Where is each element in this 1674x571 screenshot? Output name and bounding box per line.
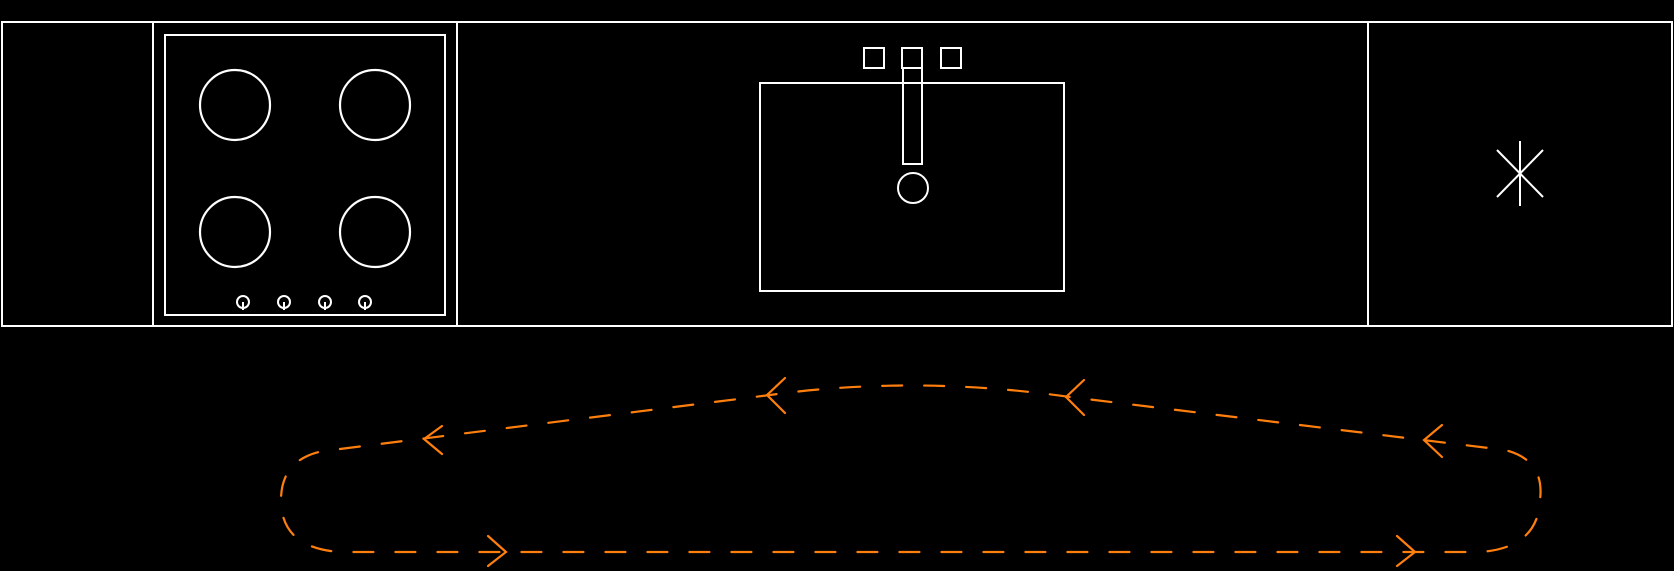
flow-arrow-left-icon: [422, 424, 444, 456]
burner-icon: [338, 195, 412, 269]
sink-handle-icon: [940, 47, 962, 69]
cooktop: [164, 34, 446, 316]
flow-arrow-right-icon: [1395, 534, 1417, 568]
snowflake-icon: [1496, 141, 1544, 206]
work-flow-path: [279, 376, 1542, 568]
sink-handle-icon: [901, 47, 923, 69]
knob-icon: [277, 295, 291, 310]
flow-arrow-right-icon: [486, 534, 508, 568]
burner-icon: [198, 68, 272, 142]
sink-handle-icon: [863, 47, 885, 69]
burner-icon: [338, 68, 412, 142]
flow-arrow-left-icon: [765, 376, 787, 415]
knob-icon: [358, 295, 372, 310]
sink-basin: [759, 82, 1065, 292]
flow-arrow-left-icon: [1422, 423, 1444, 459]
flow-loop: [279, 384, 1542, 554]
drain-icon: [897, 172, 929, 204]
burner-icon: [198, 195, 272, 269]
knob-icon: [236, 295, 250, 310]
sink: [759, 47, 1065, 292]
counter: [1, 21, 1673, 327]
faucet-spout: [902, 67, 923, 165]
flow-arrow-left-icon: [1064, 378, 1086, 417]
cooktop-outline: [164, 34, 446, 316]
knob-icon: [318, 295, 332, 310]
counter-outline: [1, 21, 1673, 327]
